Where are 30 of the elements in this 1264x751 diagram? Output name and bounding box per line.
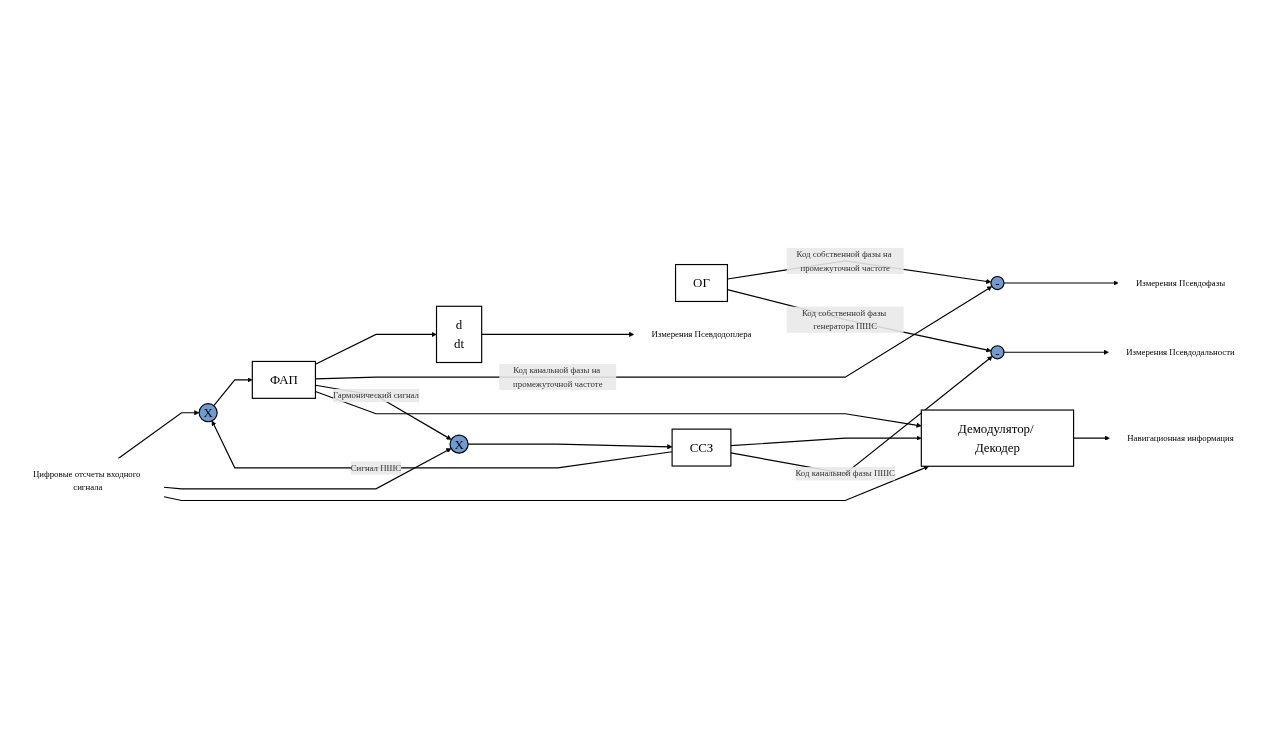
edge-label: Код собственной фазы на промежуточной частоте: [796, 249, 892, 273]
node-text: Измерения Псевдодальности: [1126, 347, 1235, 358]
node-circle: X: [198, 403, 218, 423]
node-circle: X: [449, 434, 469, 455]
arrow: [481, 332, 635, 338]
arrow: [117, 410, 200, 460]
node-text: Измерения Псевдодоплера: [651, 330, 752, 340]
arrow: [213, 377, 253, 407]
arrow: [163, 448, 452, 490]
node-box: Демодулятор/ Декодер: [920, 409, 1075, 468]
node-circle: -: [990, 345, 1005, 360]
edge-label: Код канальной фазы на промежуточной частоте: [513, 366, 603, 389]
edge-label: Код собственной фазы генератора ПШС: [801, 308, 887, 332]
arrow: [211, 421, 673, 469]
edge-label: Сигнал ПШС: [350, 463, 402, 473]
node-box: d dt: [435, 306, 483, 364]
arrow: [163, 466, 930, 502]
arrow: [1073, 436, 1110, 442]
edge-label: Код канальной фазы ПШС: [795, 469, 895, 479]
node-text: Измерения Псевдофазы: [1135, 278, 1226, 289]
node-box: ФАП: [251, 361, 317, 400]
node-box: ОГ: [674, 264, 729, 303]
arrow: [730, 436, 922, 447]
node-circle: -: [990, 276, 1005, 291]
node-text: Цифровые отсчеты входного сигнала: [32, 469, 141, 492]
node-box: ССЗ: [671, 429, 732, 468]
edge-label: Гармонический сигнал: [333, 391, 419, 401]
arrow: [1003, 280, 1119, 287]
node-text: Навигационная информация: [1127, 433, 1234, 444]
arrow: [1003, 350, 1109, 356]
